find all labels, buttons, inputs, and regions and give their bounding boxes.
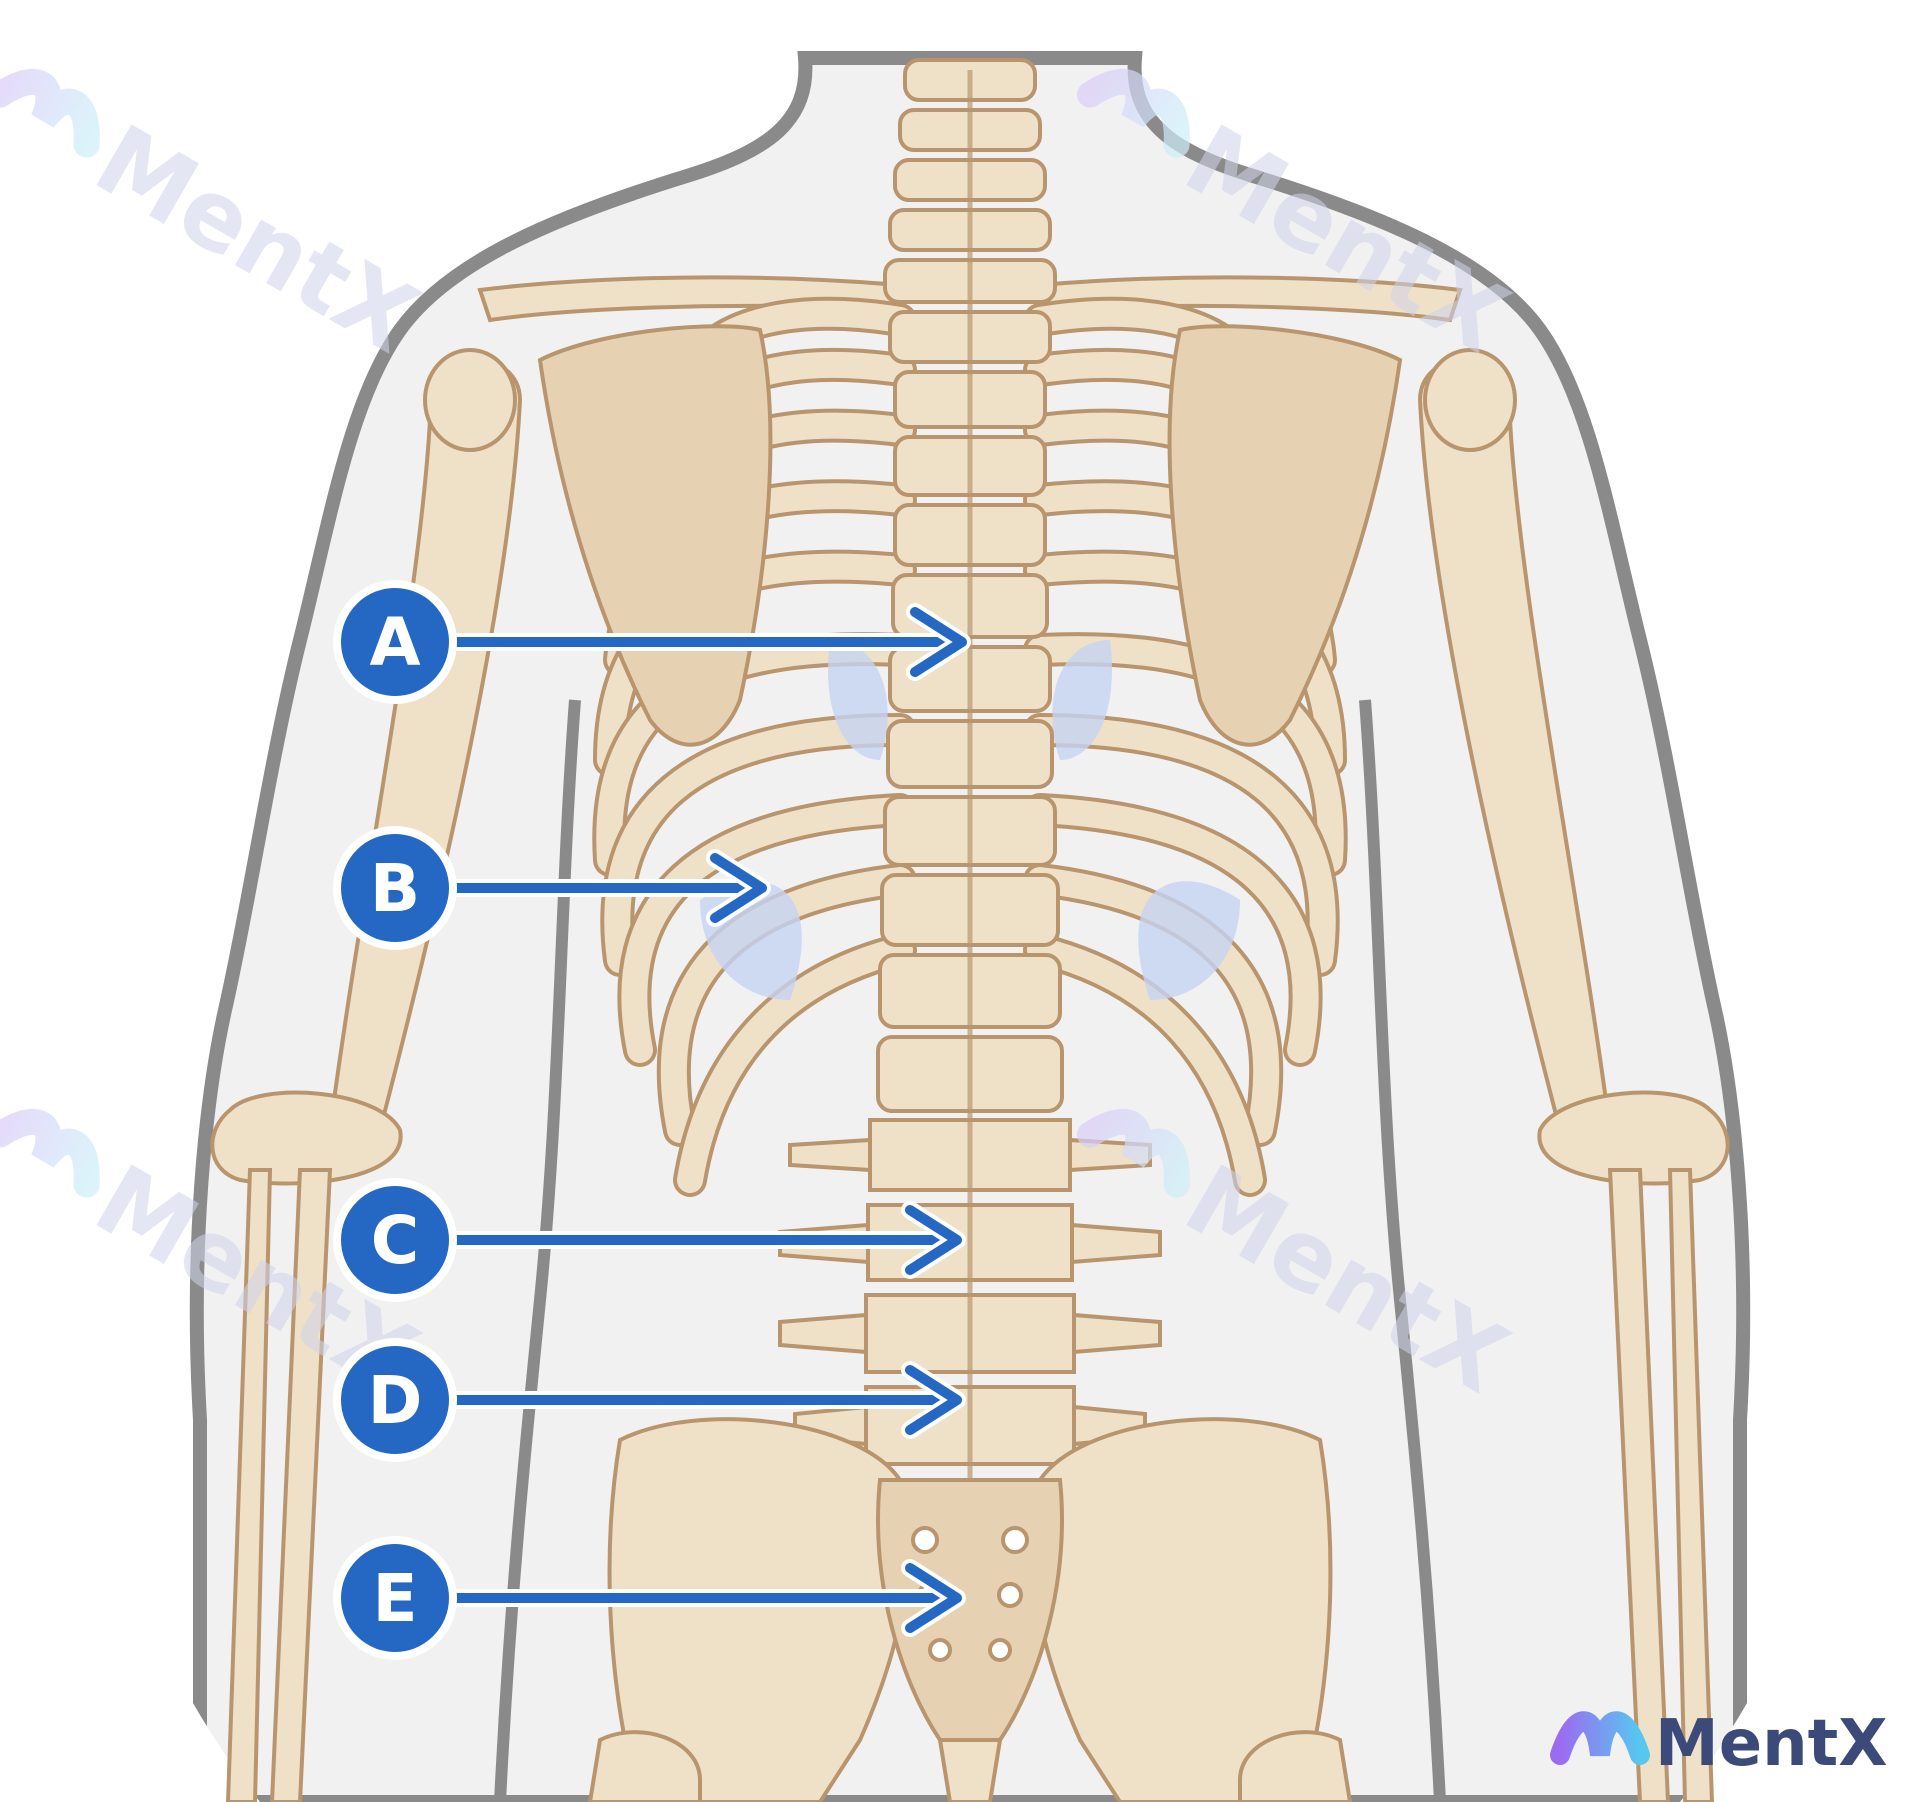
label-b[interactable]: B (333, 826, 457, 950)
skeleton (210, 58, 1730, 1802)
label-group: A B C D E (333, 580, 457, 1660)
label-d-text: D (368, 1362, 423, 1439)
mentx-logo-icon (1550, 1711, 1650, 1765)
arrow-group (431, 603, 971, 1637)
label-a-text: A (369, 604, 420, 681)
label-c-text: C (371, 1202, 419, 1279)
mentx-logo-text: MentX (1655, 1707, 1888, 1781)
watermark-text: MentX (77, 104, 435, 375)
arrow-b (431, 849, 771, 927)
label-b-text: B (370, 850, 420, 927)
arrow-c (431, 1201, 966, 1279)
arrow-d (431, 1361, 966, 1439)
label-e-text: E (372, 1560, 417, 1637)
label-a[interactable]: A (333, 580, 457, 704)
arrow-e (431, 1559, 966, 1637)
label-c[interactable]: C (333, 1178, 457, 1302)
mentx-logo: MentX (1550, 1707, 1888, 1781)
label-e[interactable]: E (333, 1536, 457, 1660)
arrow-a (431, 603, 971, 681)
label-d[interactable]: D (333, 1338, 457, 1462)
